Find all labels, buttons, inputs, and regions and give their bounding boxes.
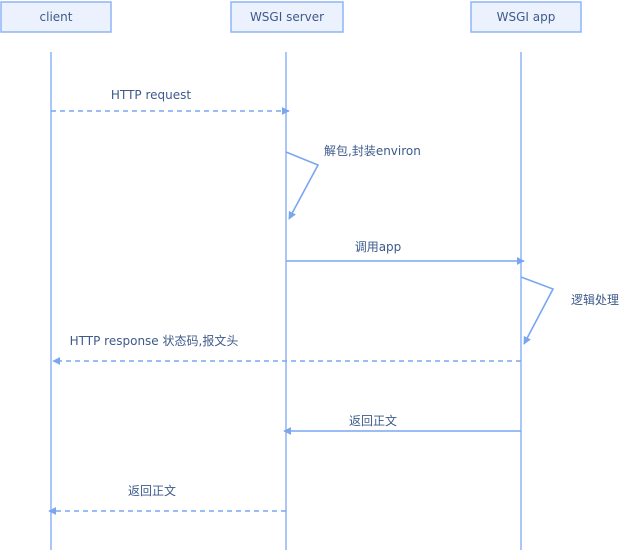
message-label: 解包,封装environ [324, 144, 421, 158]
actor-label-server: WSGI server [250, 10, 324, 24]
message-return-body-to-server[interactable]: 返回正文 [283, 413, 521, 435]
message-label: HTTP request [111, 88, 191, 102]
message-http-request[interactable]: HTTP request [51, 88, 290, 115]
message-http-response[interactable]: HTTP response 状态码,报文头 [52, 333, 521, 365]
actor-app[interactable]: WSGI app [470, 1, 582, 33]
actor-server[interactable]: WSGI server [230, 1, 344, 33]
message-label: 返回正文 [349, 413, 397, 428]
message-label: HTTP response 状态码,报文头 [70, 333, 239, 348]
message-label: 逻辑处理 [571, 293, 619, 307]
message-logic-processing[interactable]: 逻辑处理 [520, 276, 619, 345]
message-return-body-to-client[interactable]: 返回正文 [48, 483, 286, 515]
message-label: 返回正文 [128, 483, 176, 498]
message-unpack-environ[interactable]: 解包,封装environ [285, 144, 421, 220]
actor-client[interactable]: client [0, 1, 112, 33]
actor-label-app: WSGI app [497, 10, 556, 24]
message-label: 调用app [355, 240, 402, 254]
actor-label-client: client [40, 10, 73, 24]
message-call-app[interactable]: 调用app [286, 240, 525, 265]
